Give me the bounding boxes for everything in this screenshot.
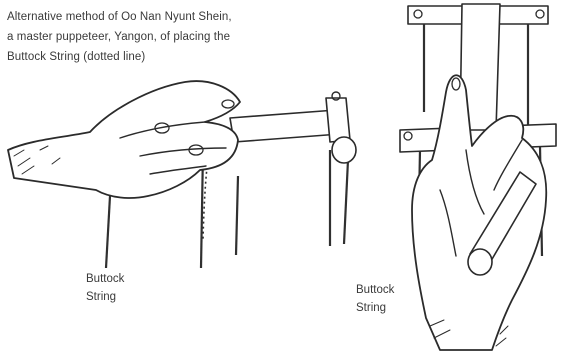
caption-line-2: a master puppeteer, Yangon, of placing t…: [7, 27, 377, 47]
left-label-line-1: Buttock: [86, 270, 124, 288]
left-label-line-2: String: [86, 288, 124, 306]
caption-line-1: Alternative method of Oo Nan Nyunt Shein…: [7, 7, 377, 27]
right-label-line-1: Buttock: [356, 281, 394, 299]
right-hand-control-figure: [400, 4, 556, 350]
right-buttock-string-label: Buttock String: [356, 281, 394, 317]
left-string-5: [344, 160, 348, 244]
left-control-bar: [230, 110, 340, 142]
caption-line-3: Buttock String (dotted line): [7, 47, 377, 67]
left-control-peg: [326, 98, 350, 142]
left-string-3: [236, 176, 238, 255]
left-control-knob: [332, 137, 356, 163]
left-hand-control-figure: [8, 81, 356, 268]
right-label-line-2: String: [356, 299, 394, 317]
right-grip-bar-end: [468, 249, 492, 275]
left-hand-outline: [8, 81, 240, 198]
left-buttock-string-label: Buttock String: [86, 270, 124, 306]
figure-caption: Alternative method of Oo Nan Nyunt Shein…: [7, 7, 377, 67]
